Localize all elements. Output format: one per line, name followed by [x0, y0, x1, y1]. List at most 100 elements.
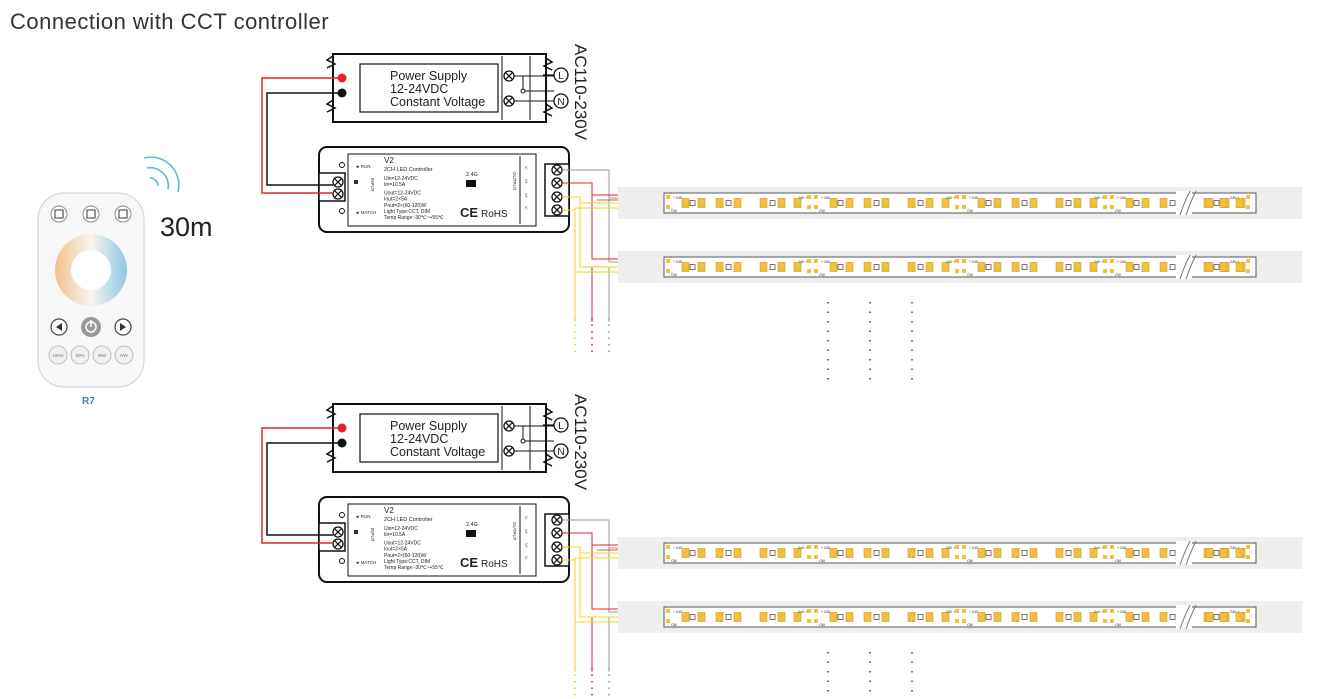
led-chip: [1125, 548, 1134, 558]
strip-voltage-label: + 24V: [1117, 260, 1127, 264]
resistor: [837, 614, 844, 620]
resistor: [1213, 614, 1220, 620]
match-button: [339, 208, 345, 214]
channel-label: V+: [524, 193, 529, 199]
led-chip: [1089, 612, 1098, 622]
led-chip: [1205, 198, 1214, 208]
output-terminal: [551, 527, 563, 539]
strip-cw-label: CW: [819, 559, 826, 563]
strip-voltage-label: + 24V: [969, 196, 979, 200]
led-chip: [1205, 548, 1214, 558]
controller-label-box: [347, 153, 537, 227]
power-supply-voltage: 12-24VDC: [390, 82, 448, 96]
strip-voltage-label: 24V +: [946, 610, 955, 614]
led-chip: [733, 262, 742, 272]
led-chip: [1089, 262, 1098, 272]
left-arrow-button: [50, 318, 68, 336]
solder-pad: [1110, 269, 1114, 273]
led-chip: [1029, 198, 1038, 208]
led-chip: [697, 548, 706, 558]
led-chip: [1219, 612, 1228, 622]
controller-label-box: [347, 503, 537, 577]
resistor: [1213, 550, 1220, 556]
output-terminal: [551, 164, 563, 176]
strip-cw-label: CW: [671, 273, 678, 277]
solder-pad: [1246, 609, 1250, 613]
resistor: [725, 264, 732, 270]
ac-terminal-l: [503, 420, 515, 432]
led-chip: [681, 198, 690, 208]
strip-voltage-label: + 24V: [969, 260, 979, 264]
led-chip: [845, 198, 854, 208]
diagram-title: Connection with CCT controller: [10, 9, 330, 34]
mains-voltage-label: AC110-230V: [571, 44, 590, 141]
solder-pad: [955, 269, 959, 273]
led-chip: [1125, 612, 1134, 622]
solder-pad: [962, 609, 966, 613]
led-chip: [925, 548, 934, 558]
resistor: [917, 200, 924, 206]
led-chip: [907, 548, 916, 558]
solder-pad: [807, 619, 811, 623]
output-label: OUTPUT: [512, 172, 517, 191]
led-chip: [1205, 612, 1214, 622]
led-chip: [863, 612, 872, 622]
strip-voltage-label: + 24V: [821, 196, 831, 200]
solder-pad: [955, 609, 959, 613]
solder-pad: [955, 545, 959, 549]
led-chip: [1205, 262, 1214, 272]
ce-mark: CE: [460, 555, 478, 570]
led-chip: [977, 548, 986, 558]
remote-preset-button: 50%: [70, 345, 90, 365]
solder-pad: [1246, 555, 1250, 559]
neutral-label: N: [557, 447, 564, 458]
led-chip: [863, 262, 872, 272]
led-chip: [1219, 198, 1228, 208]
resistor: [1065, 550, 1072, 556]
solder-pad: [807, 609, 811, 613]
neutral-symbol: [553, 443, 569, 459]
controller-spec: Temp Range:-30℃~+55℃: [384, 215, 444, 221]
strip-break-mark: [1179, 604, 1191, 630]
strip-voltage-label: 24V +: [946, 196, 955, 200]
solder-pad: [1110, 555, 1114, 559]
channel-label: V+: [524, 179, 529, 185]
led-chip: [1089, 198, 1098, 208]
resistor: [1169, 614, 1176, 620]
output-terminal: [551, 204, 563, 216]
strip-cw-label: CW: [967, 273, 974, 277]
led-chip: [845, 612, 854, 622]
strip-break-mark: [1185, 604, 1197, 630]
led-chip: [759, 548, 768, 558]
strip-cw-label: CW: [967, 209, 974, 213]
solder-pad: [1110, 205, 1114, 209]
strip-voltage-label: + 24V: [673, 260, 683, 264]
input-label: INPUT: [370, 528, 375, 542]
output-terminal: [551, 191, 563, 203]
strip-body: [663, 542, 1257, 564]
strip-voltage-label: 24V +: [798, 260, 807, 264]
led-chip: [1011, 262, 1020, 272]
led-chip: [1029, 548, 1038, 558]
remote-preset-label: 50%: [75, 353, 84, 358]
resistor: [689, 200, 696, 206]
led-chip: [1235, 198, 1244, 208]
strip-voltage-label: + 24V: [821, 260, 831, 264]
neutral-symbol: [553, 93, 569, 109]
solder-pad: [814, 545, 818, 549]
resistor: [1065, 264, 1072, 270]
led-chip: [941, 262, 950, 272]
solder-pad: [1246, 259, 1250, 263]
resistor: [917, 264, 924, 270]
resistor: [917, 614, 924, 620]
resistor: [917, 550, 924, 556]
led-chip: [1055, 262, 1064, 272]
led-chip: [907, 262, 916, 272]
led-chip: [993, 262, 1002, 272]
rohs-mark: RoHS: [481, 559, 508, 570]
strip-cw-label: CW: [819, 209, 826, 213]
led-chip: [977, 198, 986, 208]
led-chip: [1141, 548, 1150, 558]
led-chip: [993, 198, 1002, 208]
